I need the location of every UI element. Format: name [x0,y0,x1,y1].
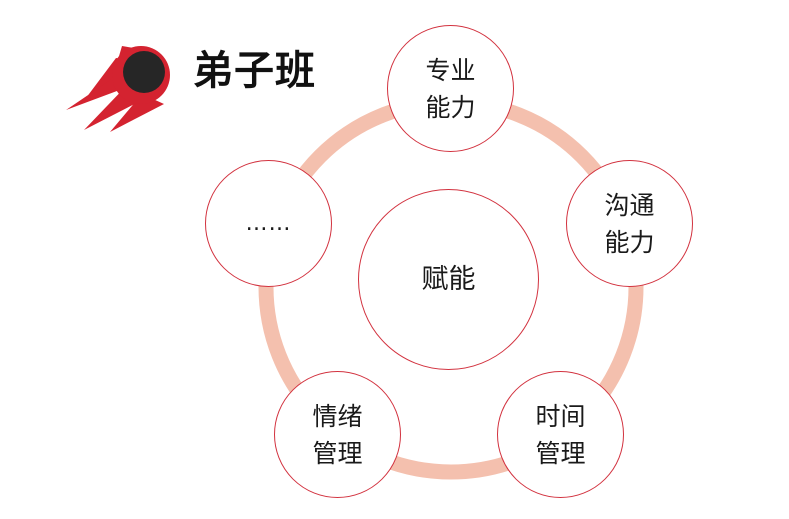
node-label-line1: 专业 [425,55,476,85]
node-label-line2: 能力 [604,227,655,257]
center-node-label: 赋能 [421,264,476,295]
node-label-line1: 时间 [535,401,586,431]
center-node-empowerment: 赋能 [358,189,539,370]
node-more: …… [205,160,332,287]
node-communication-ability: 沟通 能力 [566,160,693,287]
node-label-line1: 情绪 [312,401,363,431]
node-label-line2: 能力 [425,92,476,122]
node-professional-ability: 专业 能力 [387,25,514,152]
node-label-line2: 管理 [312,438,363,468]
node-label-ellipsis: …… [245,211,292,236]
node-label-line1: 沟通 [604,190,655,220]
node-time-management: 时间 管理 [497,371,624,498]
node-emotion-management: 情绪 管理 [274,371,401,498]
node-label-line2: 管理 [535,438,586,468]
meteor-icon [66,46,170,132]
brand-title: 弟子班 [193,48,316,94]
